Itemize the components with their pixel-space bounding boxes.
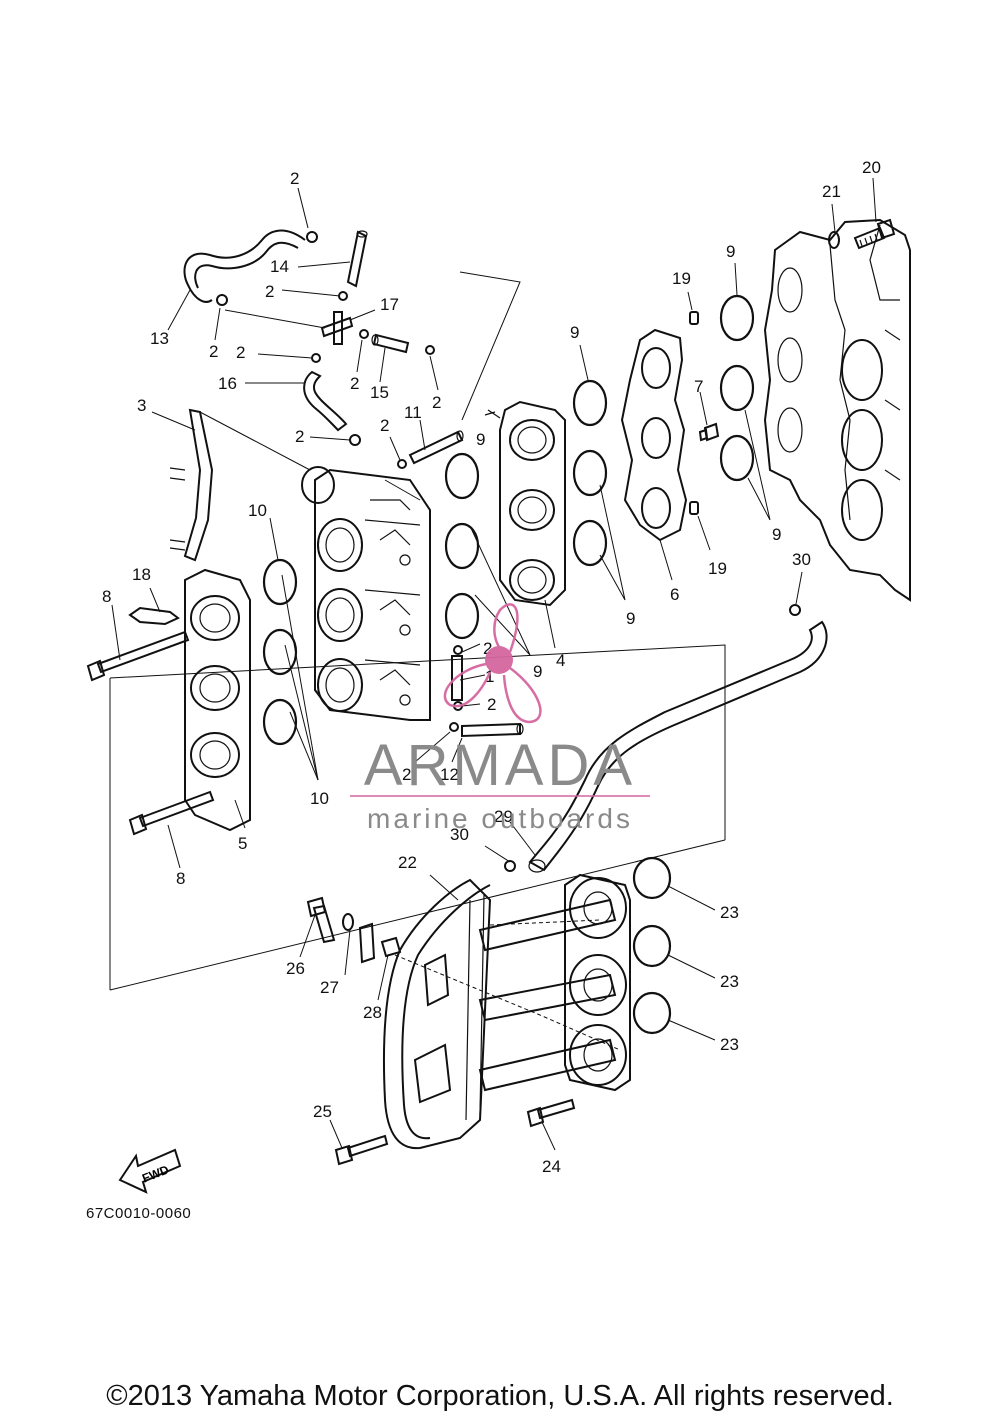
hose-clips-2	[216, 231, 463, 732]
bracket-27	[358, 922, 376, 964]
o-rings-10	[262, 558, 298, 746]
label-23: 23	[720, 1035, 739, 1054]
label-2: 2	[350, 374, 359, 393]
label-6: 6	[670, 585, 679, 604]
bolt-20	[853, 218, 896, 250]
hose-13	[183, 229, 306, 303]
label-7: 7	[694, 377, 703, 396]
label-17: 17	[380, 295, 399, 314]
label-2: 2	[209, 342, 218, 361]
label-12: 12	[440, 765, 459, 784]
label-13: 13	[150, 329, 169, 348]
label-9: 9	[726, 242, 735, 261]
bolt-8-upper	[86, 630, 190, 682]
label-18: 18	[132, 565, 151, 584]
watermark-logo	[443, 603, 542, 724]
carburetor-assembly	[301, 466, 431, 721]
label-19: 19	[672, 269, 691, 288]
label-22: 22	[398, 853, 417, 872]
bolt-26	[306, 896, 336, 944]
joint-17	[320, 311, 354, 345]
o-rings-9-middle	[572, 379, 608, 567]
hose-29	[528, 620, 828, 872]
label-10: 10	[310, 789, 329, 808]
label-1: 1	[485, 667, 494, 686]
part-labels: 2 14 2 17 13 2 2 2 15 2 16 3 11 2 2 9 10…	[102, 158, 881, 1176]
fwd-arrow-icon: FWD	[118, 1148, 182, 1194]
grommet-28	[380, 936, 402, 958]
label-2: 2	[432, 393, 441, 412]
label-2: 2	[236, 343, 245, 362]
gasket-3	[169, 408, 214, 562]
clamp-18	[128, 606, 180, 626]
o-rings-9-manifold	[444, 452, 480, 640]
label-16: 16	[218, 374, 237, 393]
bolt-24	[526, 1098, 576, 1128]
label-5: 5	[238, 834, 247, 853]
watermark-brand: ARMADA	[364, 733, 636, 798]
label-11: 11	[404, 403, 422, 422]
label-2: 2	[380, 416, 389, 435]
bolt-8-lower	[128, 790, 215, 836]
label-27: 27	[320, 978, 339, 997]
o-rings-23	[632, 856, 672, 1035]
label-25: 25	[313, 1102, 332, 1121]
label-8: 8	[176, 869, 185, 888]
pin-19-upper	[689, 311, 699, 325]
label-23: 23	[720, 903, 739, 922]
label-26: 26	[286, 959, 305, 978]
label-23: 23	[720, 972, 739, 991]
screw-7	[698, 422, 720, 442]
label-2: 2	[487, 695, 496, 714]
intake-plate-5	[184, 568, 251, 832]
bolt-25	[334, 1134, 389, 1166]
hose-15	[372, 333, 410, 354]
label-30: 30	[450, 825, 469, 844]
label-15: 15	[370, 383, 389, 402]
clip-30-lower	[504, 860, 516, 872]
label-10: 10	[248, 501, 267, 520]
hose-11	[408, 430, 464, 465]
cylinder-block	[763, 218, 911, 602]
reference-lines	[109, 271, 726, 1051]
diagram-code: 67C0010-0060	[86, 1205, 192, 1222]
intake-manifold-4	[484, 400, 566, 607]
exhaust-cover-22	[382, 873, 631, 1150]
label-9: 9	[533, 662, 542, 681]
leader-lines	[111, 177, 877, 1151]
label-29: 29	[494, 807, 513, 826]
label-9: 9	[626, 609, 635, 628]
label-9: 9	[570, 323, 579, 342]
label-2: 2	[402, 765, 411, 784]
label-3: 3	[137, 396, 146, 415]
washer-27	[342, 913, 354, 931]
label-2: 2	[290, 169, 299, 188]
clip-30-upper	[789, 604, 801, 616]
o-rings-9-block	[719, 294, 755, 482]
label-28: 28	[363, 1003, 382, 1022]
hose-16	[303, 370, 348, 432]
label-9: 9	[476, 430, 485, 449]
fwd-label: FWD	[140, 1162, 171, 1185]
label-2: 2	[483, 639, 492, 658]
label-8: 8	[102, 587, 111, 606]
watermark-tagline: marine outboards	[367, 803, 633, 834]
label-14: 14	[270, 257, 289, 276]
label-30: 30	[792, 550, 811, 569]
washer-21	[828, 231, 840, 249]
hose-1	[451, 655, 463, 701]
label-2: 2	[295, 427, 304, 446]
label-2: 2	[265, 282, 274, 301]
label-24: 24	[542, 1157, 561, 1176]
label-4: 4	[556, 651, 565, 670]
label-20: 20	[862, 158, 881, 177]
hose-14	[346, 230, 368, 288]
label-9: 9	[772, 525, 781, 544]
copyright-notice: ©2013 Yamaha Motor Corporation, U.S.A. A…	[106, 1380, 894, 1412]
gasket-6	[620, 328, 688, 542]
label-21: 21	[822, 182, 841, 201]
label-19: 19	[708, 559, 727, 578]
pin-19-lower	[689, 501, 699, 515]
